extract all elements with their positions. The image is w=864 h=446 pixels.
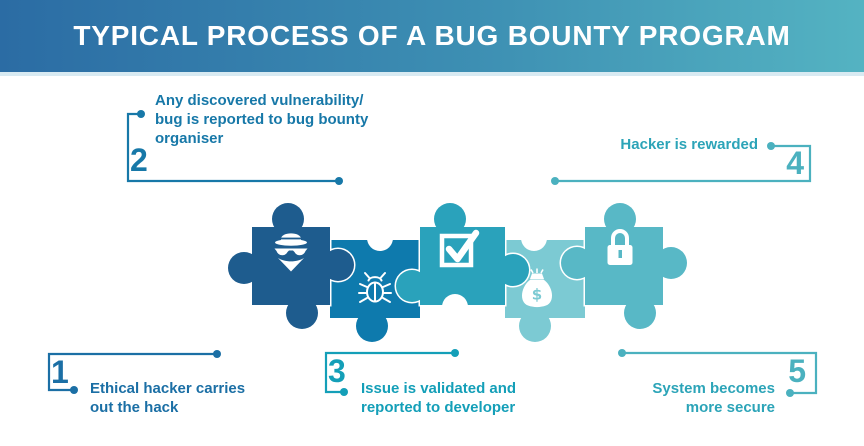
socket-notch [521,225,547,251]
puzzle-piece-5 [559,201,689,331]
bug-icon [358,272,392,303]
puzzle-piece-3 [394,201,531,320]
step-2-text: Any discovered vulnerability/ bug is rep… [155,92,369,147]
money-bag-icon: $ [522,268,552,308]
step-2-number: 2 [130,142,148,178]
bracket-step-4 [551,142,812,185]
header-banner: TYPICAL PROCESS OF A BUG BOUNTY PROGRAM [0,0,864,76]
step-3-number: 3 [328,353,346,389]
step-5-number: 5 [788,353,806,389]
bracket-step-1 [47,350,221,394]
bracket-step-2 [126,110,343,185]
step-4-number: 4 [786,145,804,181]
padlock-icon [607,229,633,265]
puzzle-graphic: $ [226,201,689,344]
hacker-icon [274,233,308,272]
step-5-text: System becomes more secure [652,380,775,416]
bracket-step-5 [618,349,818,397]
step-1-text: Ethical hacker carries out the hack [90,380,246,416]
page-title: TYPICAL PROCESS OF A BUG BOUNTY PROGRAM [73,20,791,51]
puzzle-piece-1 [226,201,356,331]
step-3-text: Issue is validated and reported to devel… [361,380,517,416]
svg-text:$: $ [532,286,542,304]
socket-notch [367,225,393,251]
socket-notch [442,294,468,320]
bracket-step-3 [324,349,459,396]
step-4-text: Hacker is rewarded [620,136,758,153]
checkbox-icon [439,229,480,268]
step-1-number: 1 [51,354,69,390]
